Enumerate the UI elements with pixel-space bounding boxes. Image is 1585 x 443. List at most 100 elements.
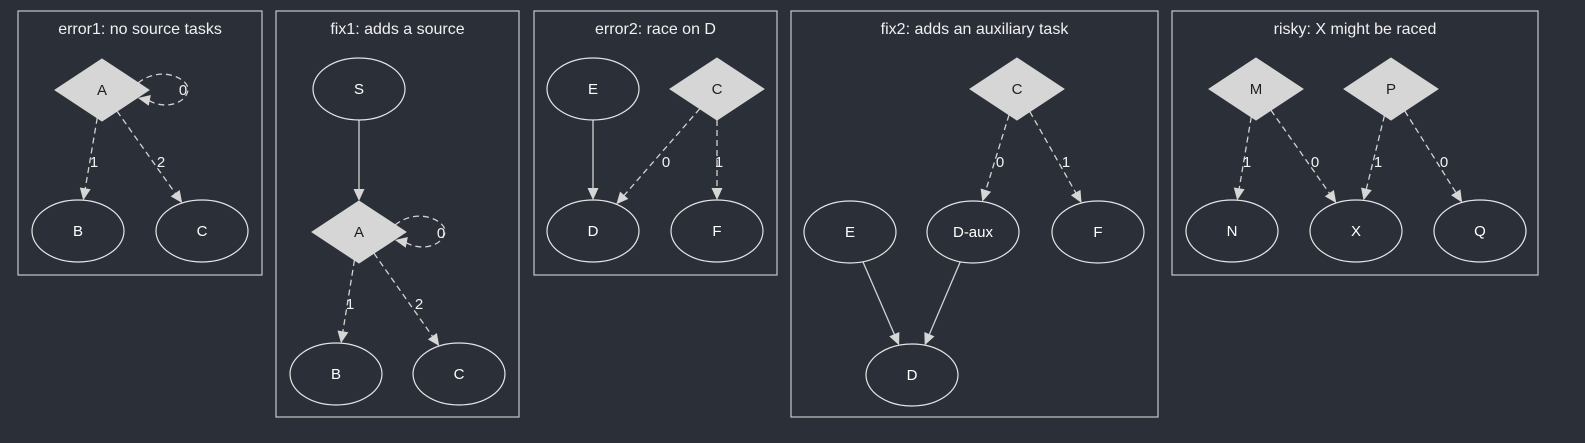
edge-line bbox=[394, 215, 446, 248]
edge-line bbox=[1404, 110, 1457, 194]
edge-a-to-b: 1 bbox=[337, 259, 356, 344]
edge-arrowhead bbox=[170, 190, 183, 204]
node-e: E bbox=[803, 200, 897, 264]
node-f: F bbox=[1051, 200, 1145, 264]
node-a: A bbox=[311, 200, 407, 264]
edge-label: 0 bbox=[437, 225, 445, 242]
edge-a-to-a: 0 bbox=[137, 73, 189, 106]
node-label: A bbox=[97, 82, 107, 99]
node-label: C bbox=[454, 366, 465, 383]
node-label: B bbox=[331, 366, 341, 383]
node-label: P bbox=[1386, 81, 1396, 98]
edge-arrowhead bbox=[711, 188, 723, 200]
node-label: B bbox=[73, 223, 83, 240]
node-shape-ellipse bbox=[546, 57, 640, 121]
edge-arrowhead bbox=[138, 94, 151, 106]
node-label: E bbox=[845, 224, 855, 241]
edge-line bbox=[984, 114, 1010, 192]
edge-line bbox=[84, 117, 98, 190]
cluster-frame bbox=[790, 10, 1159, 418]
edge-c-to-f: 1 bbox=[711, 120, 723, 200]
node-s: S bbox=[312, 57, 406, 121]
edge-arrowhead bbox=[337, 330, 349, 344]
edge-label: 1 bbox=[346, 296, 354, 313]
cluster-frame bbox=[1171, 10, 1539, 276]
node-label: F bbox=[1093, 224, 1102, 241]
node-shape-ellipse bbox=[803, 200, 897, 264]
edge-arrowhead bbox=[1233, 187, 1245, 201]
edge-label: 1 bbox=[1062, 154, 1070, 171]
node-e: E bbox=[546, 57, 640, 121]
edge-e-to-d bbox=[587, 120, 599, 200]
node-label: X bbox=[1351, 223, 1361, 240]
edge-s-to-a bbox=[353, 120, 365, 201]
edge-arrowhead bbox=[980, 188, 992, 202]
node-label: C bbox=[1012, 81, 1023, 98]
node-c: C bbox=[155, 199, 249, 263]
edge-a-to-a: 0 bbox=[394, 215, 446, 248]
edge-label: 0 bbox=[662, 154, 670, 171]
node-a: A bbox=[54, 58, 150, 122]
node-label: F bbox=[712, 223, 721, 240]
edge-line bbox=[1238, 116, 1252, 190]
node-n: N bbox=[1185, 199, 1279, 263]
node-shape-ellipse bbox=[312, 57, 406, 121]
node-b: B bbox=[31, 199, 125, 263]
edge-arrowhead bbox=[395, 236, 408, 248]
edge-arrowhead bbox=[1070, 189, 1082, 204]
node-f: F bbox=[670, 199, 764, 263]
node-label: C bbox=[197, 223, 208, 240]
node-shape-ellipse bbox=[1309, 199, 1403, 263]
node-m: M bbox=[1208, 57, 1304, 121]
node-shape-ellipse bbox=[546, 199, 640, 263]
edge-a-to-b: 1 bbox=[79, 117, 98, 201]
edge-label: 1 bbox=[715, 154, 723, 171]
edge-m-to-x: 0 bbox=[1270, 109, 1337, 203]
node-label: D-aux bbox=[953, 224, 994, 241]
node-label: M bbox=[1250, 81, 1263, 98]
node-q: Q bbox=[1433, 199, 1527, 263]
cluster-title: error1: no source tasks bbox=[58, 21, 222, 38]
node-shape-ellipse bbox=[155, 199, 249, 263]
node-d: D bbox=[546, 199, 640, 263]
node-shape-ellipse bbox=[289, 342, 383, 406]
edge-c-to-d-aux: 0 bbox=[980, 114, 1010, 202]
cluster-title: fix1: adds a source bbox=[330, 21, 464, 38]
edge-arrowhead bbox=[587, 188, 599, 200]
node-shape-ellipse bbox=[1185, 199, 1279, 263]
cluster-frame bbox=[275, 10, 520, 418]
edge-label: 2 bbox=[157, 154, 165, 171]
edge-p-to-x: 1 bbox=[1361, 115, 1386, 201]
node-shape-ellipse bbox=[865, 343, 959, 407]
cluster-frame bbox=[533, 10, 778, 276]
node-label: S bbox=[354, 81, 364, 98]
node-shape-diamond bbox=[311, 200, 407, 264]
edge-arrowhead bbox=[1451, 189, 1463, 203]
edge-arrowhead bbox=[924, 332, 935, 346]
node-c: C bbox=[669, 57, 765, 121]
edge-line bbox=[373, 252, 434, 338]
node-p: P bbox=[1343, 57, 1439, 121]
edge-arrowhead bbox=[889, 332, 900, 346]
node-label: Q bbox=[1474, 223, 1486, 240]
edge-label: 1 bbox=[1243, 154, 1251, 171]
node-d-aux: D-aux bbox=[926, 200, 1020, 264]
node-shape-ellipse bbox=[412, 342, 506, 406]
node-shape-diamond bbox=[1208, 57, 1304, 121]
cluster-title: error2: race on D bbox=[595, 21, 716, 38]
node-shape-diamond bbox=[1343, 57, 1439, 121]
node-shape-ellipse bbox=[1051, 200, 1145, 264]
node-d: D bbox=[865, 343, 959, 407]
node-label: D bbox=[588, 223, 599, 240]
node-b: B bbox=[289, 342, 383, 406]
edge-line bbox=[1270, 109, 1331, 195]
edge-a-to-c: 2 bbox=[373, 252, 440, 346]
cluster-frame bbox=[17, 10, 263, 276]
edge-label: 0 bbox=[996, 154, 1004, 171]
edge-label: 1 bbox=[90, 154, 98, 171]
edge-c-to-d: 0 bbox=[616, 108, 701, 205]
edge-p-to-q: 0 bbox=[1404, 110, 1463, 203]
cluster-fix1: fix1: adds a source 0 1 2 S A B C bbox=[275, 10, 520, 418]
